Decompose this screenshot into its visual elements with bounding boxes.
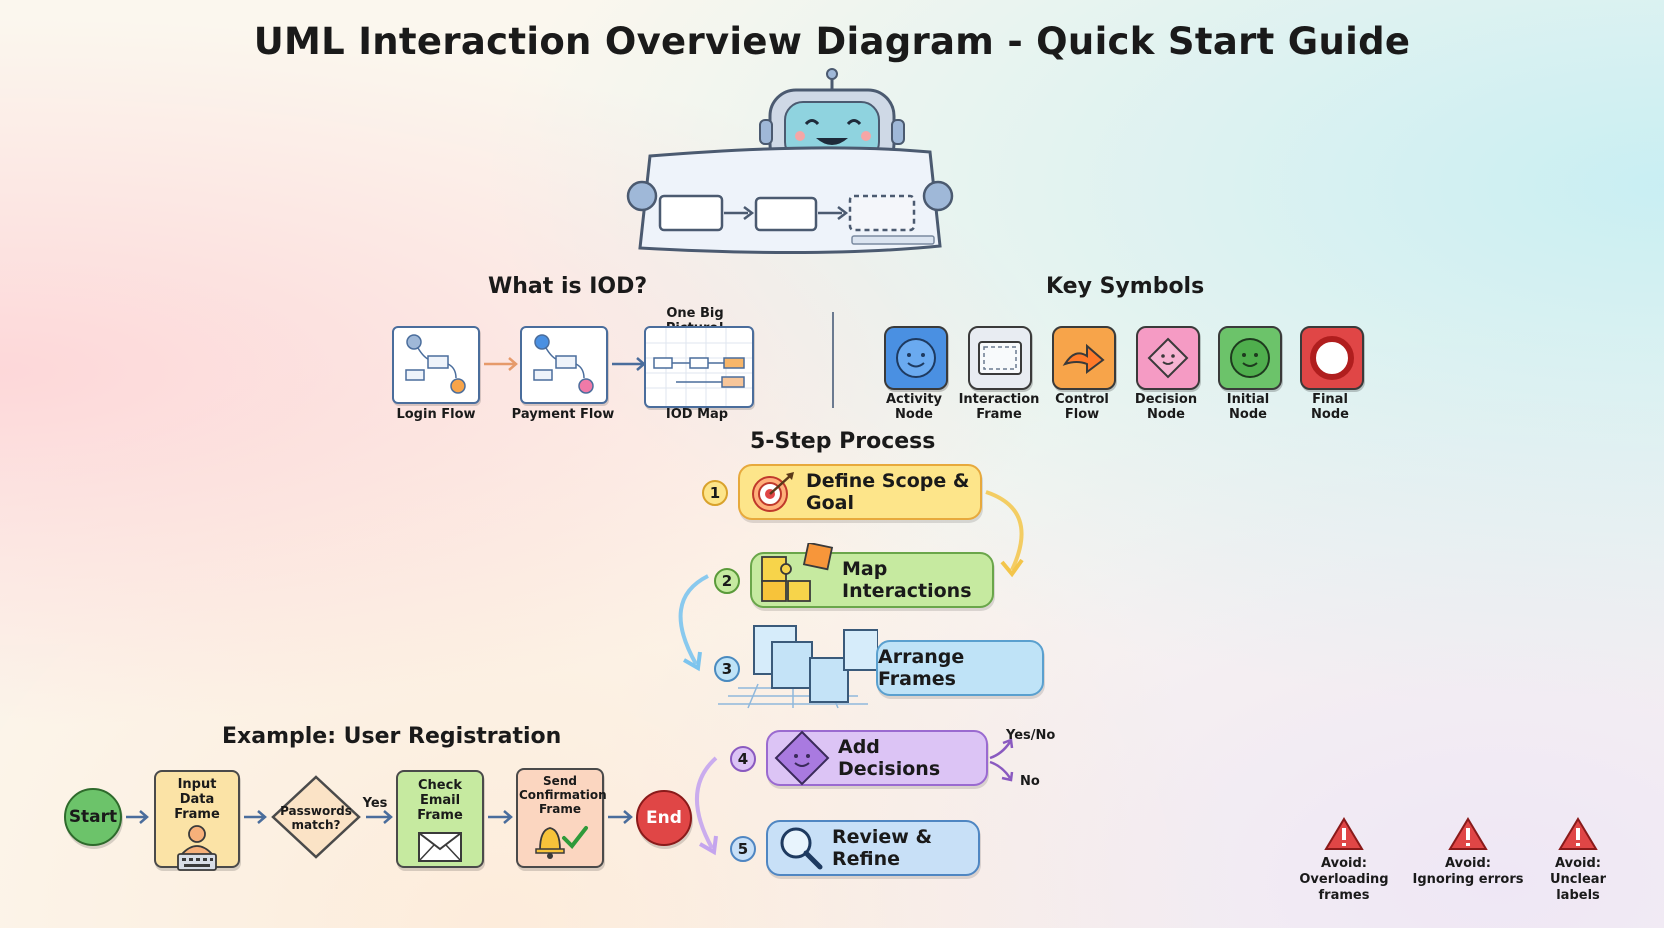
start-node: Start — [64, 788, 122, 846]
step-number-3: 3 — [714, 656, 740, 682]
section-divider — [832, 312, 834, 408]
frame-label: Send Confirmation Frame — [519, 774, 607, 816]
frame-label: Check Email Frame — [417, 778, 463, 823]
robot-mascot-illustration — [626, 68, 954, 255]
step-label: Add Decisions — [838, 736, 941, 780]
arrow-icon — [484, 357, 518, 371]
input-data-frame: Input Data Frame — [154, 770, 240, 871]
step-number-5: 5 — [730, 836, 756, 862]
control-flow-symbol — [1052, 326, 1116, 390]
warning-icon — [1324, 817, 1364, 850]
warning-icon — [1448, 817, 1488, 850]
step-define-scope: Define Scope & Goal — [738, 464, 982, 520]
arrow-icon — [366, 810, 393, 824]
initial-node-symbol — [1218, 326, 1282, 390]
filled-circle-icon — [1230, 338, 1270, 378]
target-icon — [752, 472, 794, 512]
arrow-icon — [244, 810, 267, 824]
envelope-icon — [418, 832, 462, 862]
bell-check-icon — [535, 826, 588, 859]
step-arrange-frames: Arrange Frames — [876, 640, 1044, 696]
smiley-circle-icon — [896, 338, 936, 378]
frame-label: Input Data Frame — [174, 777, 220, 822]
end-node: End — [636, 790, 692, 846]
step-label: Arrange Frames — [878, 646, 965, 690]
step-review-refine: Review & Refine — [766, 820, 980, 876]
puzzle-icon — [761, 543, 834, 602]
warning-overloading-frames: Avoid:Overloading frames — [1299, 856, 1389, 903]
interaction-frame-symbol — [968, 326, 1032, 390]
login-flow-label: Login Flow — [396, 407, 476, 422]
arrow-icon — [608, 810, 633, 824]
step-number-1: 1 — [702, 480, 728, 506]
login-flow-card — [392, 326, 480, 404]
arrow-icon — [126, 810, 149, 824]
branch-arrows — [989, 738, 1014, 782]
branch-yes-no-label: Yes/No — [1006, 728, 1056, 743]
diamond-icon — [1147, 337, 1189, 379]
diamond-icon — [774, 730, 830, 786]
iod-map-card — [644, 326, 754, 408]
yes-label: Yes — [362, 796, 388, 811]
step-map-interactions: Map Interactions — [750, 543, 994, 608]
example-heading: Example: User Registration — [222, 724, 562, 749]
warning-unclear-labels: Avoid:Unclear labels — [1550, 856, 1606, 903]
user-keyboard-icon — [177, 825, 217, 871]
final-node-symbol — [1300, 326, 1364, 390]
process-flow-arrows — [678, 490, 1024, 856]
step-label: Map Interactions — [842, 558, 972, 602]
passwords-decision-node — [271, 775, 361, 859]
process-heading: 5-Step Process — [750, 429, 936, 454]
step-label: Review & Refine — [832, 826, 933, 870]
branch-no-label: No — [1020, 774, 1040, 789]
step-number-4: 4 — [730, 746, 756, 772]
decision-node-symbol — [1136, 326, 1200, 390]
arrow-icon — [612, 357, 646, 371]
magnifier-icon — [780, 827, 823, 870]
check-email-frame: Check Email Frame — [396, 770, 484, 868]
what-is-iod-heading: What is IOD? — [488, 274, 648, 299]
page-title: UML Interaction Overview Diagram - Quick… — [253, 20, 1411, 63]
warning-ignoring-errors: Avoid:Ignoring errors — [1412, 856, 1524, 887]
arrow-icon — [1062, 343, 1105, 374]
payment-flow-card — [520, 326, 608, 404]
step-label: Define Scope & Goal — [806, 470, 970, 514]
arrow-icon — [488, 810, 513, 824]
send-confirmation-frame: Send Confirmation Frame — [516, 768, 607, 868]
frames-icon — [718, 625, 878, 709]
ring-icon — [1310, 336, 1354, 380]
warning-icon — [1558, 817, 1598, 850]
iod-map-label: IOD Map — [665, 407, 729, 422]
key-symbols-heading: Key Symbols — [1046, 274, 1205, 299]
activity-node-symbol — [884, 326, 948, 390]
step-add-decisions: Add Decisions — [766, 730, 988, 786]
step-number-2: 2 — [714, 568, 740, 594]
frame-icon — [978, 341, 1022, 375]
decision-label: Passwords match? — [280, 804, 352, 832]
payment-flow-label: Payment Flow — [511, 407, 615, 422]
